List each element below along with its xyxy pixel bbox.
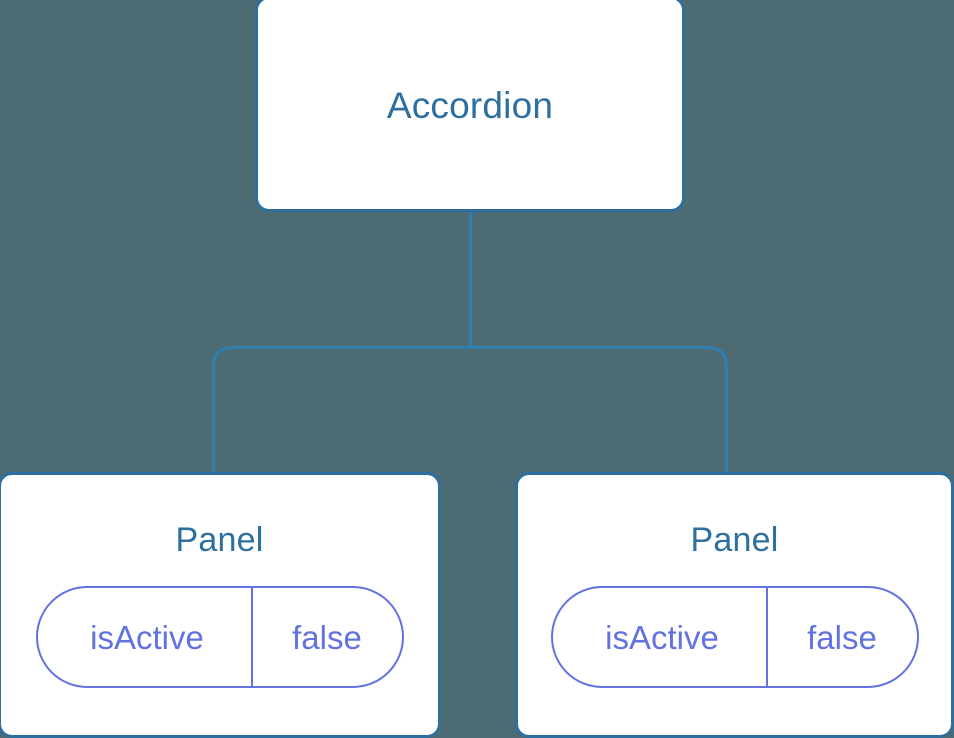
node-panel-0-prop-pill[interactable]: isActive false — [35, 586, 404, 688]
node-panel-1-prop-pill[interactable]: isActive false — [550, 586, 919, 688]
node-panel-0-prop-key: isActive — [90, 618, 204, 656]
connector-branch-right — [470, 346, 728, 474]
node-accordion-title: Accordion — [386, 84, 554, 126]
node-panel-1-prop-value: false — [765, 588, 917, 686]
connector-branch-left — [212, 346, 471, 474]
node-panel-1-prop-key: isActive — [605, 618, 719, 656]
node-panel-1-title: Panel — [690, 521, 779, 559]
node-panel-1[interactable]: Panel isActive false — [515, 472, 954, 738]
node-accordion[interactable]: Accordion — [255, 0, 685, 212]
node-panel-0-title: Panel — [175, 521, 264, 559]
node-panel-0[interactable]: Panel isActive false — [0, 472, 441, 738]
node-panel-0-prop-value: false — [250, 588, 402, 686]
